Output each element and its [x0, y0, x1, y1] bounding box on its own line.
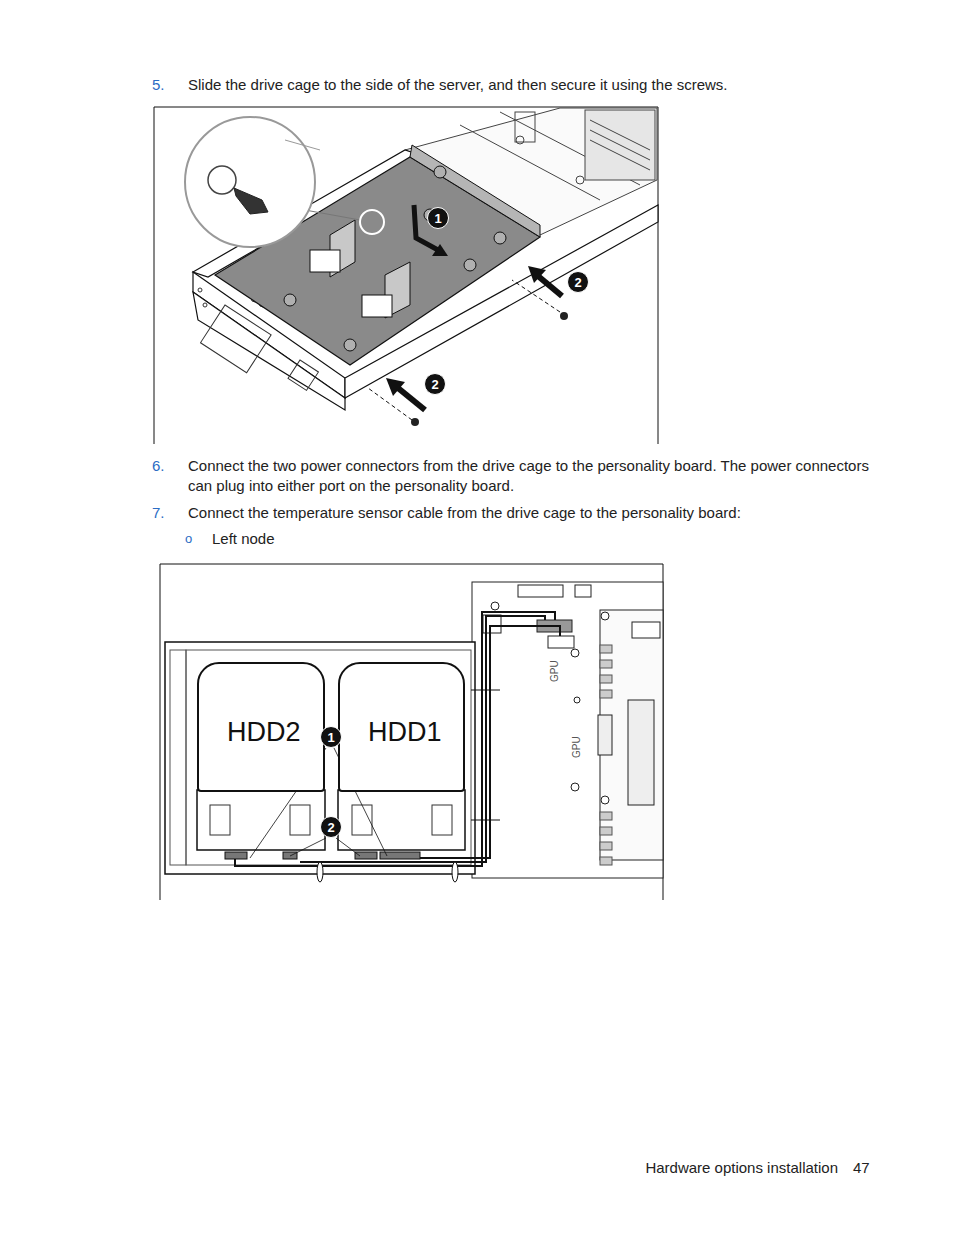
step-number: 7. — [152, 503, 182, 523]
step-text: Connect the two power connectors from th… — [188, 456, 878, 496]
callout-text: 2 — [431, 377, 438, 392]
callout-number: 2 — [424, 373, 446, 395]
footer-text: Hardware options installation — [638, 1158, 838, 1178]
bullet: o — [185, 529, 205, 549]
callout-text: 2 — [327, 820, 334, 835]
step-text: Slide the drive cage to the side of the … — [188, 75, 888, 95]
drive-label: HDD2 — [227, 717, 301, 747]
callout-number: 2 — [320, 816, 342, 838]
callout-number: 1 — [320, 726, 342, 748]
callout-number: 2 — [567, 271, 589, 293]
hard-drive: HDD1 — [338, 662, 465, 792]
sub-item: Left node — [212, 529, 412, 549]
drive-label: HDD1 — [368, 717, 442, 747]
step-number: 5. — [152, 75, 182, 95]
callout-number: 1 — [427, 207, 449, 229]
callout-text: 2 — [574, 275, 581, 290]
step-number: 6. — [152, 456, 182, 476]
page-number: 47 — [853, 1158, 893, 1178]
board-label: GPU — [549, 660, 561, 682]
hard-drive: HDD2 — [197, 662, 325, 792]
callout-text: 1 — [434, 211, 441, 226]
step-text: Connect the temperature sensor cable fro… — [188, 503, 888, 523]
board-label: GPU — [571, 736, 583, 758]
callout-text: 1 — [327, 730, 334, 745]
